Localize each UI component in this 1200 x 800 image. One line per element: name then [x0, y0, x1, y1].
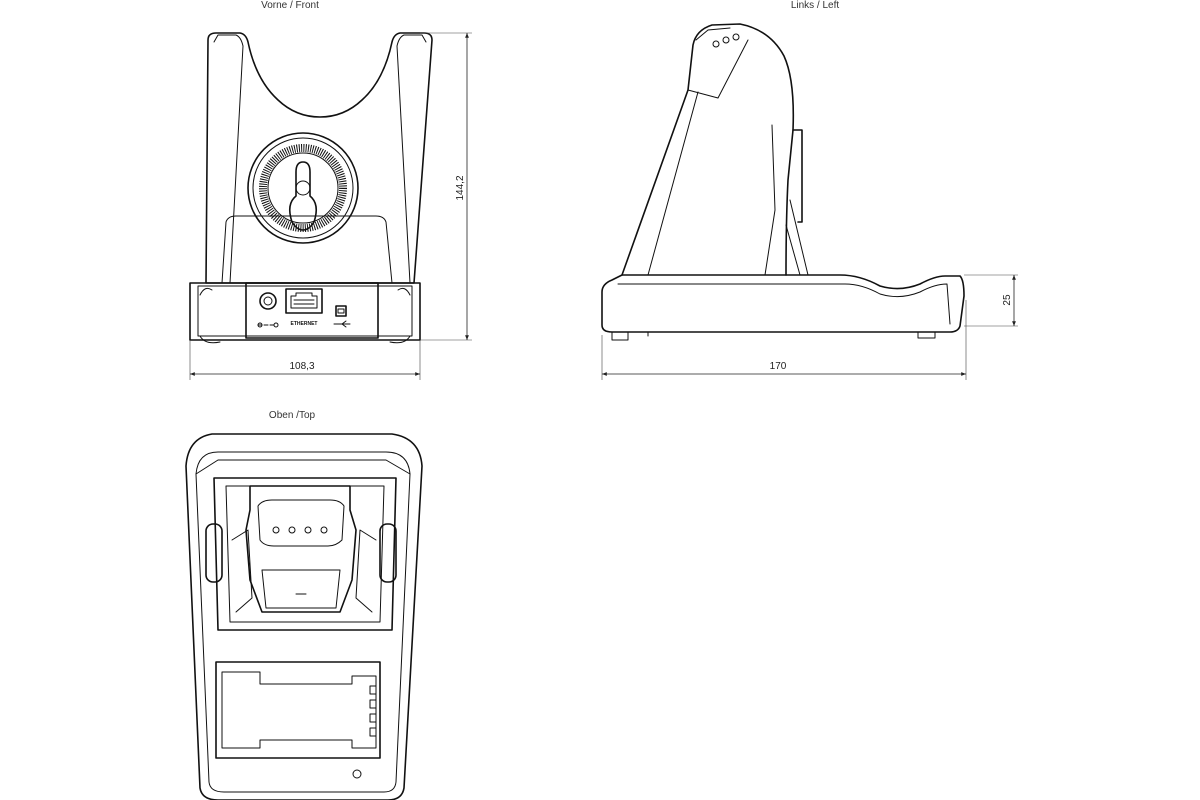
- charge-contact-4: [320, 526, 328, 534]
- charge-contact-3: [304, 526, 312, 534]
- ethernet-label: ETHERNET: [291, 321, 318, 327]
- usb-port: [333, 305, 351, 328]
- usb-icon: [333, 320, 351, 328]
- left-side-grip: [205, 523, 223, 583]
- front-cradle-inner-right: [396, 34, 427, 284]
- rear-port-panel: [245, 282, 379, 339]
- dial-knob: [288, 161, 318, 231]
- left-view: Links / Left 25 170: [601, 0, 1018, 380]
- handset-slot: [245, 485, 357, 613]
- top-outer-shell: [185, 433, 423, 800]
- front-cradle-inner-left: [213, 34, 244, 284]
- front-base-inner: [197, 285, 413, 337]
- contact-led-3: [732, 33, 740, 41]
- front-width-dimension: 108,3: [289, 361, 314, 372]
- rotary-dial: [247, 132, 359, 244]
- dc-power-jack: [257, 292, 279, 328]
- front-view-title: Vorne / Front: [261, 0, 319, 11]
- battery-led: [352, 769, 362, 779]
- front-view: Vorne / Front: [189, 0, 472, 380]
- left-view-title: Links / Left: [791, 0, 840, 11]
- contact-led-1: [712, 40, 720, 48]
- top-view-title: Oben /Top: [269, 410, 316, 421]
- left-length-dimension: 170: [770, 361, 787, 372]
- ethernet-port: ETHERNET: [285, 288, 323, 327]
- battery-compartment: [215, 661, 381, 759]
- left-base-height-dimension: 25: [1002, 294, 1013, 306]
- left-base: [601, 274, 965, 333]
- front-height-dimension: 144,2: [455, 175, 466, 200]
- front-base: [189, 282, 421, 341]
- left-cradle-outline: [621, 23, 795, 276]
- charge-contact-1: [272, 526, 280, 534]
- right-side-grip: [379, 523, 397, 583]
- left-dial-profile: [792, 129, 803, 223]
- front-cradle-outline: [205, 32, 433, 284]
- top-cradle-well: [213, 477, 397, 631]
- charge-contact-2: [288, 526, 296, 534]
- contact-led-2: [722, 36, 730, 44]
- top-view: Oben /Top: [185, 410, 423, 800]
- front-lower-panel: [221, 215, 393, 284]
